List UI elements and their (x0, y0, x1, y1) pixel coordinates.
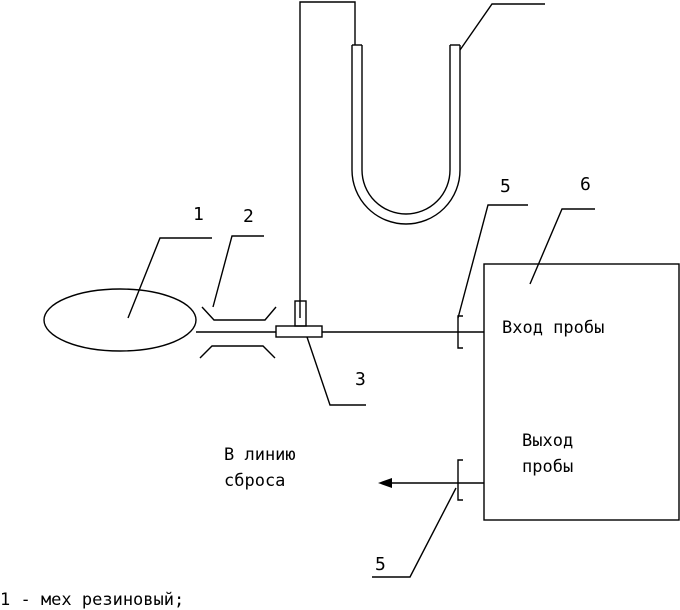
manometer-connecting-tube (299, 1, 356, 318)
clamp (199, 306, 277, 359)
discharge-label-line2: сброса (224, 471, 285, 491)
label-5-bottom: 5 (375, 554, 386, 575)
label-2: 2 (243, 206, 254, 227)
leader-5-bottom (372, 487, 457, 578)
leader-6 (529, 208, 595, 285)
label-3: 3 (355, 369, 366, 390)
output-connector (457, 459, 463, 501)
label-1: 1 (193, 204, 204, 225)
input-probe-label: Вход пробы (502, 318, 604, 338)
leader-1 (127, 237, 212, 319)
u-tube-manometer (351, 44, 461, 225)
rubber-bellows (43, 288, 197, 352)
leader-3 (306, 336, 366, 406)
output-probe-label-line1: Выход (522, 431, 573, 451)
output-probe-label-line2: пробы (522, 457, 573, 477)
legend-item-1: 1 - мех резиновый; (0, 590, 184, 610)
input-connector (457, 315, 463, 349)
discharge-arrow-head (378, 478, 392, 488)
leader-5-top (457, 204, 528, 319)
label-5-top: 5 (500, 176, 511, 197)
label-6: 6 (580, 174, 591, 195)
analyzer-box (483, 263, 680, 521)
manometer-leader-line (459, 3, 545, 51)
leader-2 (212, 235, 264, 308)
tee-connector (275, 300, 323, 338)
discharge-label-line1: В линию (224, 445, 296, 465)
